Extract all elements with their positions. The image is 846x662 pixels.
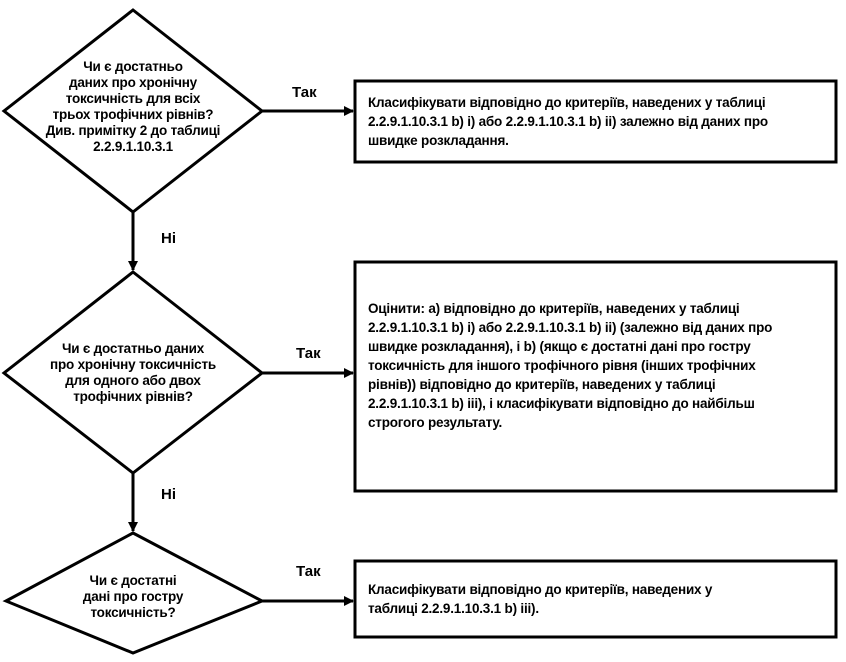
edge-label-no-1: Ні bbox=[161, 230, 176, 247]
outcome-2-line: 2.2.9.1.10.3.1 b) ііі), і класифікувати … bbox=[368, 396, 755, 411]
outcome-box-1 bbox=[353, 79, 838, 164]
decision-2-line: про хронічну токсичність bbox=[50, 357, 216, 372]
decision-1-line: токсичність для всіх bbox=[65, 91, 201, 106]
decision-1-line: Див. примітку 2 до таблиці bbox=[45, 123, 221, 138]
decision-text-2: Чи є достатньо даних про хронічну токсич… bbox=[23, 341, 243, 405]
outcome-1-line: Класифікувати відповідно до критеріїв, н… bbox=[368, 95, 766, 110]
decision-3-line: токсичність? bbox=[90, 605, 176, 620]
edge-label-yes-3: Так bbox=[296, 563, 321, 580]
outcome-2-line: Оцінити: а) відповідно до критеріїв, нав… bbox=[368, 301, 740, 316]
outcome-text-1: Класифікувати відповідно до критеріїв, н… bbox=[368, 93, 828, 150]
outcome-2-line: токсичність для іншого трофічного рівня … bbox=[368, 358, 756, 373]
outcome-box-2 bbox=[353, 260, 838, 493]
decision-diamond-3 bbox=[2, 531, 266, 655]
edge-label-yes-1: Так bbox=[292, 84, 317, 101]
outcome-2-line: рівнів)) відповідно до критеріїв, наведе… bbox=[368, 377, 716, 392]
outcome-1-line: 2.2.9.1.10.3.1 b) і) або 2.2.9.1.10.3.1 … bbox=[368, 114, 768, 129]
decision-2-line: трофічних рівнів? bbox=[73, 389, 193, 404]
decision-3-line: Чи є достатні bbox=[89, 573, 177, 588]
outcome-1-line: швидке розкладання. bbox=[368, 133, 509, 148]
edge-label-yes-2: Так bbox=[296, 345, 321, 362]
decision-text-3: Чи є достатні дані про гостру токсичніст… bbox=[33, 573, 233, 621]
decision-1-line: Чи є достатньо bbox=[83, 59, 183, 74]
outcome-text-3: Класифікувати відповідно до критеріїв, н… bbox=[368, 580, 828, 618]
outcome-3-line: таблиці 2.2.9.1.10.3.1 b) ііі). bbox=[368, 601, 539, 616]
decision-2-line: Чи є достатньо даних bbox=[61, 341, 205, 356]
decision-1-line: 2.2.9.1.10.3.1 bbox=[93, 139, 173, 154]
decision-text-1: Чи є достатньо даних про хронічну токсич… bbox=[23, 59, 243, 155]
outcome-2-line: строгого результату. bbox=[368, 415, 503, 430]
outcome-2-line: швидке розкладання), і b) (якщо є достат… bbox=[368, 339, 751, 354]
decision-1-line: даних про хронічну bbox=[69, 75, 197, 90]
outcome-text-2: Оцінити: а) відповідно до критеріїв, нав… bbox=[368, 299, 828, 432]
decision-2-line: для одного або двох bbox=[65, 373, 201, 388]
outcome-2-line: 2.2.9.1.10.3.1 b) і) або 2.2.9.1.10.3.1 … bbox=[368, 320, 773, 335]
decision-1-line: трьох трофічних рівнів? bbox=[52, 107, 214, 122]
outcome-box-3 bbox=[353, 559, 838, 639]
decision-3-line: дані про гостру bbox=[82, 589, 184, 604]
outcome-3-line: Класифікувати відповідно до критеріїв, н… bbox=[368, 582, 713, 597]
edge-label-no-2: Ні bbox=[161, 486, 176, 503]
